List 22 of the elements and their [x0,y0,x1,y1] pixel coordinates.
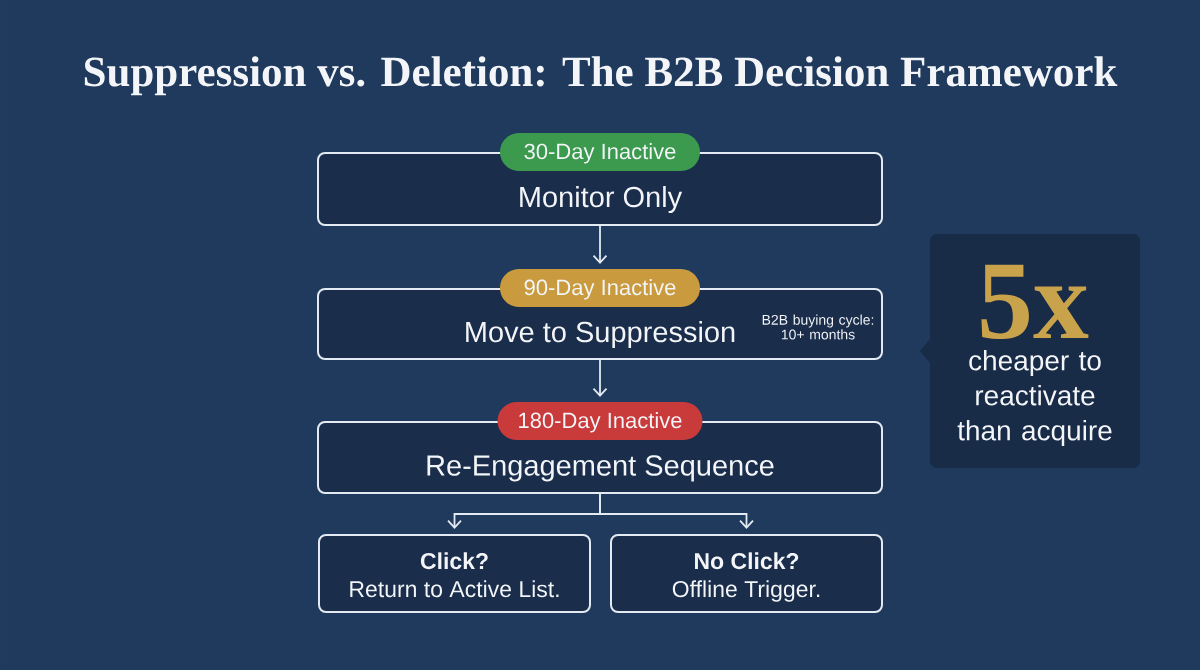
stage-box [317,133,883,226]
arrow [599,493,754,529]
side-note: B2B buying cycle: 10+ months [762,314,874,340]
stage-title: Re-Engagement Sequence [427,455,774,482]
stage-title: Move to Suppression [466,321,735,348]
box-text: Return to Active List. [350,580,559,598]
outcome-box [318,534,591,613]
stage-box [317,269,883,360]
stage-title: Monitor Only [520,186,683,213]
box-heading: No Click? [695,552,799,570]
box-heading: Click? [420,552,488,570]
arrow [592,225,608,264]
status-badge: 90-Day Inactive [500,269,700,307]
status-badge: 30-Day Inactive [500,133,700,171]
status-badge: 180-Day Inactive [497,402,703,440]
arrow [592,359,608,397]
outcome-box [610,534,883,613]
title: Suppression vs. Deletion: The B2B Decision Framework [84,56,1118,96]
stage-box [317,402,883,494]
box-text: Offline Trigger. [672,580,820,602]
callout-text: cheaper to reactivate than acquire [957,349,1112,447]
big-number: 5x [981,264,1089,340]
